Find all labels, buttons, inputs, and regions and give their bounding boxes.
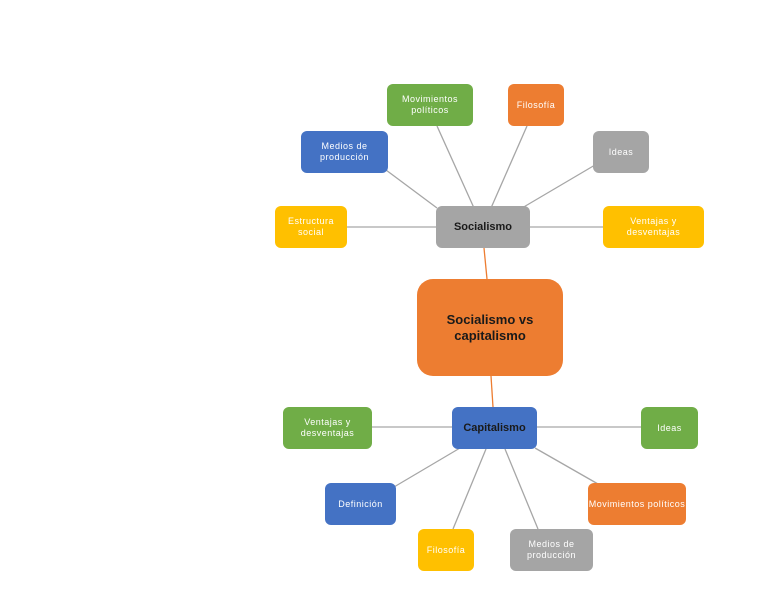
cap-medios-node: Medios de producción xyxy=(510,529,593,571)
link-soc-center xyxy=(483,247,488,280)
cap-definicion-node: Definición xyxy=(325,483,396,525)
link-soc-medios xyxy=(385,169,438,209)
link-center-cap xyxy=(490,375,494,408)
capitalismo-node: Capitalismo xyxy=(452,407,537,449)
cap-ideas-label: Ideas xyxy=(657,422,682,433)
soc-ideas-node: Ideas xyxy=(593,131,649,173)
link-soc-ideas xyxy=(521,164,596,209)
soc-ventajas-label: Ventajas y desventajas xyxy=(626,216,681,237)
cap-filosofia-label: Filosofía xyxy=(426,544,466,555)
cap-movimientos-label: Movimientos políticos xyxy=(588,498,686,509)
soc-estructura-label: Estructura social xyxy=(287,216,334,237)
link-cap-medios xyxy=(504,448,539,530)
link-soc-filosofia xyxy=(490,125,528,209)
cap-medios-label: Medios de producción xyxy=(526,539,577,560)
soc-movimientos-node: Movimientos políticos xyxy=(387,84,473,126)
center-label: Socialismo vs capitalismo xyxy=(446,311,534,343)
cap-ventajas-node: Ventajas y desventajas xyxy=(283,407,372,449)
cap-ventajas-label: Ventajas y desventajas xyxy=(300,417,355,438)
cap-filosofia-node: Filosofía xyxy=(418,529,474,571)
capitalismo-label: Capitalismo xyxy=(463,421,526,434)
soc-filosofia-node: Filosofía xyxy=(508,84,564,126)
socialismo-label: Socialismo xyxy=(453,220,513,233)
soc-ventajas-node: Ventajas y desventajas xyxy=(603,206,704,248)
soc-medios-label: Medios de producción xyxy=(319,141,370,162)
soc-ideas-label: Ideas xyxy=(608,146,634,157)
soc-estructura-node: Estructura social xyxy=(275,206,347,248)
link-cap-movimientos xyxy=(534,447,599,485)
socialismo-node: Socialismo xyxy=(436,206,530,248)
cap-ideas-node: Ideas xyxy=(641,407,698,449)
soc-filosofia-label: Filosofía xyxy=(516,99,556,110)
link-cap-definicion xyxy=(393,447,461,488)
link-soc-movimientos xyxy=(436,125,475,209)
cap-definicion-label: Definición xyxy=(338,498,383,509)
link-cap-filosofia xyxy=(452,448,487,530)
center-node: Socialismo vs capitalismo xyxy=(417,279,563,376)
cap-movimientos-node: Movimientos políticos xyxy=(588,483,686,525)
soc-medios-node: Medios de producción xyxy=(301,131,388,173)
soc-movimientos-label: Movimientos políticos xyxy=(401,94,458,115)
